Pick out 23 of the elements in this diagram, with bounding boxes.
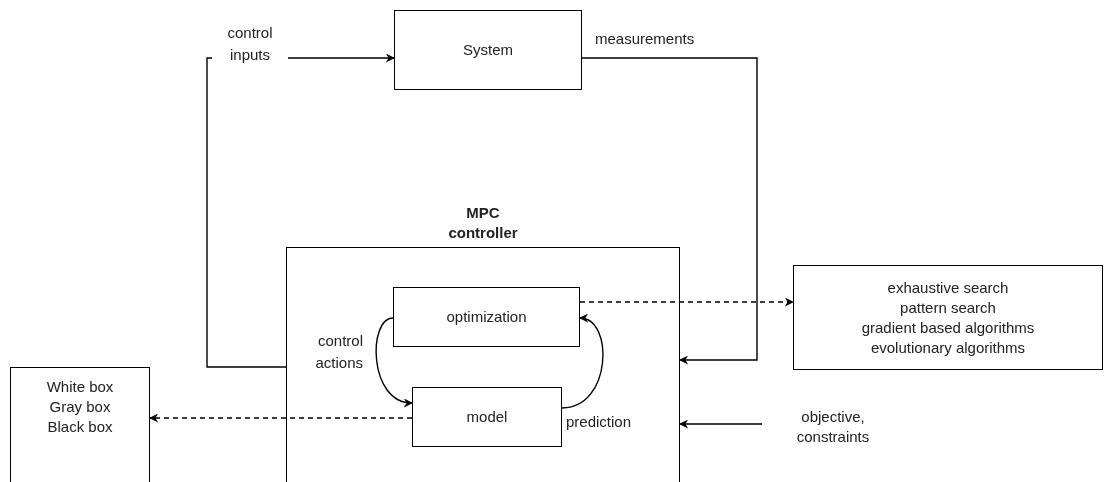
box-text: optimization (446, 307, 527, 327)
box-text: White box (46, 377, 114, 397)
arrow (679, 419, 763, 429)
box-text: pattern search (900, 297, 996, 318)
box-text: Gray box (49, 397, 111, 417)
box-text: evolutionary algorithms (870, 337, 1026, 358)
arrow (561, 315, 604, 409)
arrow (375, 317, 413, 407)
box-text: System (463, 40, 513, 60)
note-text: objective, constraints (795, 407, 871, 447)
dashed-arrow (149, 413, 413, 423)
group-title: MPC controller (447, 203, 519, 243)
process-box (412, 387, 562, 447)
process-box (793, 265, 1103, 370)
box-text: gradient based algorithms (861, 317, 1035, 338)
box-text: Black box (47, 417, 113, 437)
box-text: model (466, 407, 508, 427)
arrow (581, 57, 758, 365)
process-box (394, 10, 582, 90)
process-box (10, 367, 150, 482)
dashed-arrow (579, 297, 794, 307)
process-box (393, 287, 580, 347)
box-text: exhaustive search (887, 277, 1009, 298)
